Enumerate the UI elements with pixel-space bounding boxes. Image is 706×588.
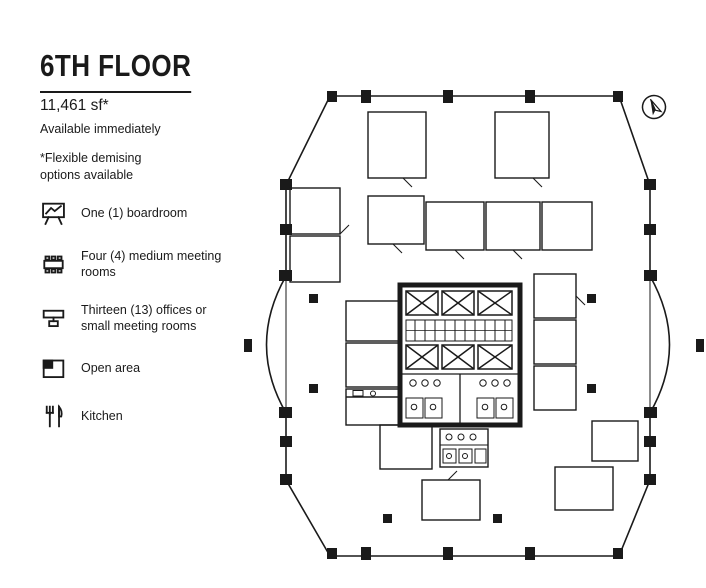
kitchen-area bbox=[345, 388, 401, 426]
stair-icon bbox=[405, 319, 513, 342]
legend-item-kitchen: Kitchen bbox=[40, 403, 222, 430]
legend-item-label: Thirteen (13) offices or small meeting r… bbox=[81, 302, 207, 333]
boardroom-icon bbox=[42, 202, 65, 226]
elevator-bank-bottom bbox=[405, 344, 513, 370]
meeting-table-icon bbox=[43, 255, 64, 274]
demising-note: *Flexible demising options available bbox=[40, 151, 142, 182]
legend-item-open-area: Open area bbox=[40, 355, 222, 382]
north-arrow-icon bbox=[641, 94, 667, 120]
washroom-annex bbox=[439, 428, 489, 468]
availability-text: Available immediately bbox=[40, 122, 161, 136]
service-core bbox=[397, 282, 523, 468]
area-size: 11,461 sf* bbox=[40, 97, 109, 114]
legend-item-boardroom: One (1) boardroom bbox=[40, 200, 222, 227]
elevator-bank-top bbox=[405, 290, 513, 316]
building-outline bbox=[265, 95, 671, 557]
open-area-icon bbox=[42, 359, 65, 379]
washrooms bbox=[400, 373, 520, 425]
legend-item-label: Kitchen bbox=[81, 409, 123, 424]
legend-item-label: Open area bbox=[81, 361, 141, 376]
legend-item-label: Four (4) medium meeting rooms bbox=[81, 249, 222, 280]
floor-plan bbox=[244, 90, 704, 560]
interior-rooms bbox=[289, 111, 639, 521]
kitchen-utensils-icon bbox=[45, 404, 63, 428]
legend: One (1) boardroom Four (4) medium meetin… bbox=[40, 200, 222, 430]
legend-item-offices: Thirteen (13) offices or small meeting r… bbox=[40, 302, 222, 335]
perimeter-columns bbox=[244, 90, 704, 560]
legend-item-medium-meeting-rooms: Four (4) medium meeting rooms bbox=[40, 248, 222, 281]
page-title: 6TH FLOOR bbox=[40, 48, 192, 93]
door-lines bbox=[339, 177, 586, 481]
legend-item-label: One (1) boardroom bbox=[81, 206, 188, 221]
office-desk-icon bbox=[42, 310, 65, 328]
